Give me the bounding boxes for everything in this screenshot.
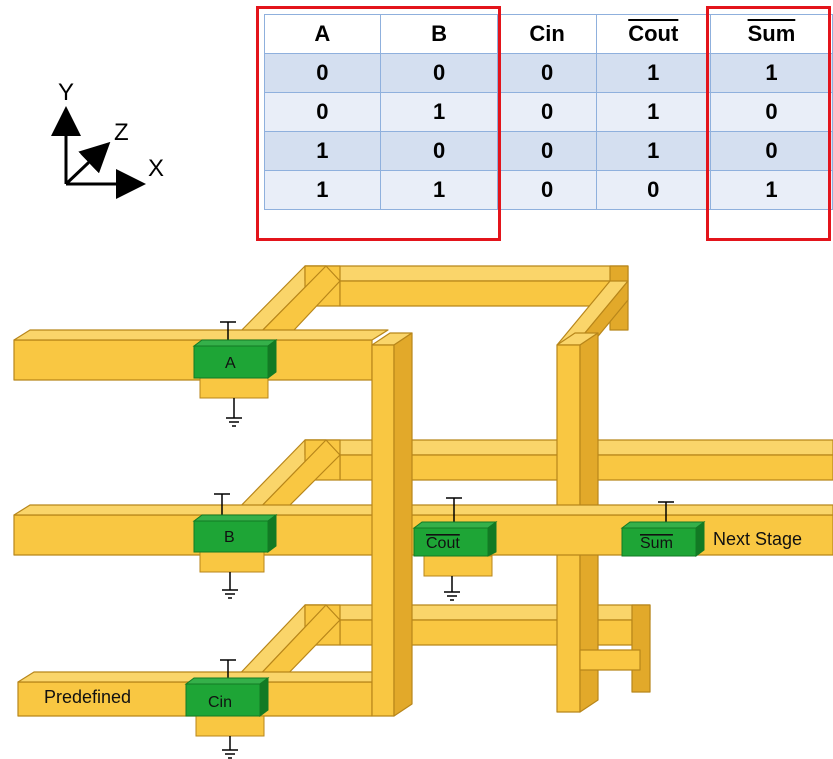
- z-axis-line: [64, 141, 111, 186]
- header-a: A: [264, 14, 381, 54]
- x-axis-label: X: [148, 155, 164, 182]
- highlight-box-sum: [706, 6, 831, 241]
- table-cell: 1: [264, 170, 381, 210]
- table-cell: 0: [264, 92, 381, 132]
- table-row: 1 0 0 1 0: [264, 131, 833, 171]
- table-cell: 0: [497, 53, 597, 93]
- header-sum-text: Sum: [747, 21, 796, 46]
- table-cell: 0: [379, 53, 499, 93]
- table-cell: 1: [595, 92, 711, 132]
- gate-a-label: A: [225, 355, 236, 372]
- gate-sum-label: Sum: [640, 535, 673, 552]
- table-cell: 0: [595, 170, 711, 210]
- header-cout-text: Cout: [628, 21, 679, 46]
- top-front-bar: [13, 329, 389, 381]
- header-sum: Sum: [709, 14, 833, 54]
- next-stage-label: Next Stage: [713, 529, 802, 549]
- table-cell: 1: [379, 92, 499, 132]
- table-row: 1 1 0 0 1: [264, 170, 833, 210]
- table-cell: 1: [595, 53, 711, 93]
- table-cell: 0: [379, 131, 499, 171]
- top-back-loop: [231, 265, 629, 359]
- gate-cout: Cout: [412, 497, 498, 601]
- axes-indicator: Y Z X: [51, 79, 164, 199]
- gate-a: A: [192, 321, 278, 427]
- gate-cin-label: Cin: [208, 694, 232, 711]
- table-cell: 0: [497, 92, 597, 132]
- table-header-row: A B Cin Cout Sum: [264, 14, 833, 54]
- gate-cin: Cin: [184, 659, 270, 759]
- header-cout: Cout: [595, 14, 711, 54]
- table-cell: 1: [379, 170, 499, 210]
- table-cell: 0: [497, 131, 597, 171]
- y-axis-label: Y: [58, 79, 74, 106]
- highlight-box-ab: [256, 6, 501, 241]
- table-cell: 0: [709, 131, 833, 171]
- gate-b: B: [192, 493, 278, 599]
- gate-b-label: B: [224, 529, 235, 546]
- middle-back-loop: [231, 439, 833, 516]
- left-pillar: [371, 332, 413, 717]
- table-row: 0 1 0 1 0: [264, 92, 833, 132]
- table-cell: 1: [595, 131, 711, 171]
- table-cell: 0: [497, 170, 597, 210]
- gate-cout-label: Cout: [426, 535, 460, 552]
- z-axis-label: Z: [114, 119, 129, 146]
- table-cell: 1: [709, 170, 833, 210]
- predefined-label: Predefined: [44, 687, 131, 707]
- gate-sum: Sum: [620, 501, 706, 557]
- table-cell: 1: [264, 131, 381, 171]
- table-row: 0 0 0 1 1: [264, 53, 833, 93]
- truth-table: A B Cin Cout Sum 0 0 0 1 1 0 1 0 1 0 1 0…: [264, 14, 833, 210]
- table-cell: 0: [264, 53, 381, 93]
